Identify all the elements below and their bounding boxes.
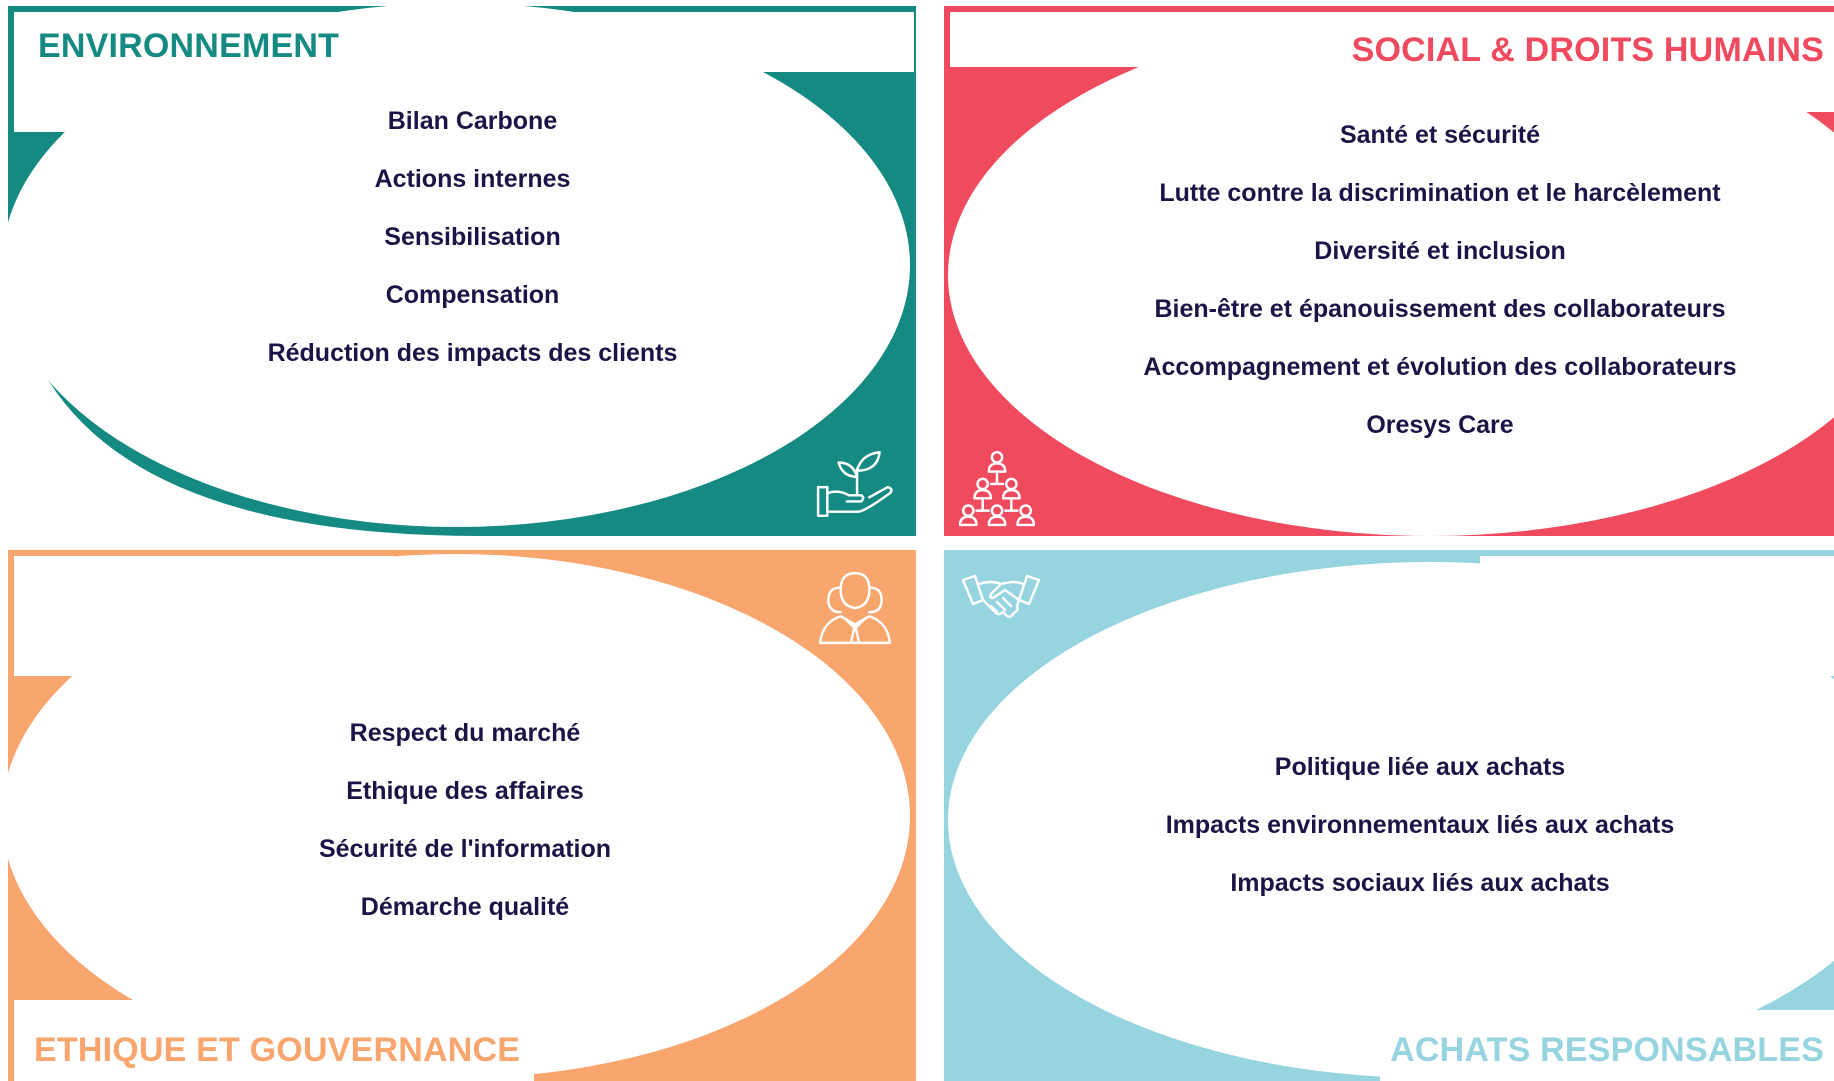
environnement-item: Sensibilisation — [384, 223, 561, 251]
environnement-petal-inner — [2, 3, 910, 527]
business-group-icon — [814, 565, 896, 647]
social-item: Accompagnement et évolution des collabor… — [1143, 353, 1737, 381]
social-items: Santé et sécurité Lutte contre la discri… — [1060, 120, 1820, 468]
environnement-item: Actions internes — [374, 165, 571, 193]
achats-petal-inner — [948, 562, 1834, 1078]
achats-items: Politique liée aux achats Impacts enviro… — [1120, 752, 1720, 926]
achats-title: ACHATS RESPONSABLES — [1390, 1031, 1824, 1069]
social-item: Bien-être et épanouissement des collabor… — [1154, 295, 1726, 323]
environnement-item: Compensation — [385, 281, 560, 309]
environnement-items: Bilan Carbone Actions internes Sensibili… — [180, 106, 765, 396]
ethique-items: Respect du marché Ethique des affaires S… — [200, 718, 730, 950]
ethique-item: Ethique des affaires — [346, 777, 584, 805]
environnement-item: Réduction des impacts des clients — [267, 339, 678, 367]
people-network-icon — [956, 445, 1038, 527]
ethique-item: Respect du marché — [349, 719, 581, 747]
handshake-icon — [960, 570, 1042, 630]
hand-plant-icon — [814, 442, 896, 524]
social-item: Santé et sécurité — [1339, 121, 1541, 149]
ethique-item: Démarche qualité — [360, 893, 570, 921]
ethique-petal-inner — [2, 554, 910, 1078]
ethique-title: ETHIQUE ET GOUVERNANCE — [34, 1031, 521, 1069]
social-item: Diversité et inclusion — [1314, 237, 1566, 265]
achats-item: Impacts sociaux liés aux achats — [1230, 869, 1610, 897]
social-title: SOCIAL & DROITS HUMAINS — [1351, 31, 1824, 69]
environnement-item: Bilan Carbone — [387, 107, 558, 135]
social-item: Oresys Care — [1366, 411, 1514, 439]
achats-item: Impacts environnementaux liés aux achats — [1165, 811, 1675, 839]
environnement-title: ENVIRONNEMENT — [38, 27, 340, 65]
ethique-item: Sécurité de l'information — [318, 835, 612, 863]
social-item: Lutte contre la discrimination et le har… — [1159, 179, 1721, 207]
achats-item: Politique liée aux achats — [1274, 753, 1566, 781]
social-petal-inner — [948, 14, 1834, 536]
